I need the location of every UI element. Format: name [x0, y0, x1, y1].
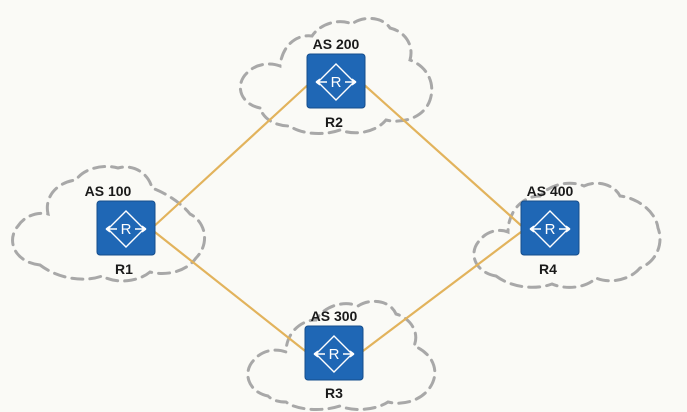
router-glyph-letter: R [331, 74, 342, 91]
router-diamond-icon [107, 210, 145, 248]
as-cloud-r3 [246, 299, 437, 411]
link-r1-r2 [150, 81, 312, 230]
arrow-left-icon [105, 225, 117, 233]
as-cloud-r4 [472, 181, 662, 289]
router-label-r1: R1 [115, 261, 133, 277]
arrow-right-icon [345, 78, 357, 86]
as-cloud-r1 [11, 165, 206, 283]
router-glyph-letter: R [545, 221, 556, 238]
router-glyph-letter: R [329, 346, 340, 363]
arrow-left-icon [315, 78, 327, 86]
arrow-right-icon [559, 225, 571, 233]
router-diamond-icon [315, 335, 353, 373]
links [150, 81, 526, 355]
arrow-right-icon [343, 350, 355, 358]
router-r4[interactable]: R [520, 200, 580, 256]
router-icon [304, 325, 364, 381]
routers: R R R R [96, 53, 580, 381]
router-diamond-icon [531, 210, 569, 248]
arrow-right-icon [135, 225, 147, 233]
link-r1-r3 [150, 228, 310, 355]
as-clouds [11, 17, 662, 411]
router-icon [306, 53, 366, 109]
router-r3[interactable]: R [304, 325, 364, 381]
router-label-r4: R4 [539, 261, 557, 277]
router-label-r2: R2 [325, 114, 343, 130]
router-r1[interactable]: R [96, 200, 156, 256]
router-glyph-letter: R [121, 221, 132, 238]
as-label-r1: AS 100 [85, 183, 132, 199]
as-label-r2: AS 200 [313, 36, 360, 52]
as-label-r3: AS 300 [311, 308, 358, 324]
arrow-left-icon [529, 225, 541, 233]
link-r3-r4 [358, 228, 526, 355]
router-label-r3: R3 [325, 385, 343, 401]
router-icon [520, 200, 580, 256]
as-label-r4: AS 400 [527, 183, 574, 199]
arrow-left-icon [313, 350, 325, 358]
router-diamond-icon [317, 63, 355, 101]
link-r2-r4 [360, 81, 526, 230]
router-icon [96, 200, 156, 256]
as-cloud-r2 [238, 17, 434, 135]
router-r2[interactable]: R [306, 53, 366, 109]
